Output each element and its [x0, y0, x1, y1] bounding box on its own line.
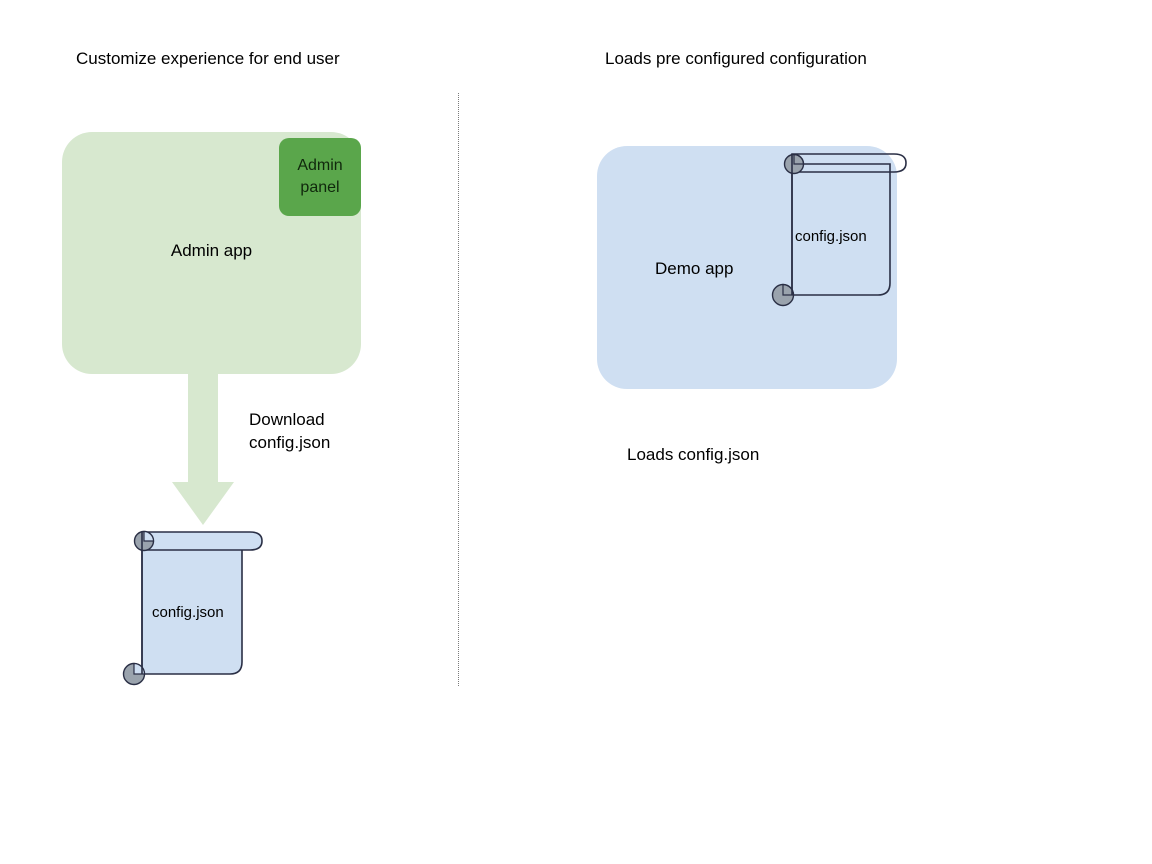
admin-panel-label: Admin panel — [297, 157, 343, 196]
right-column-heading: Loads pre configured configuration — [605, 49, 867, 68]
demo-app-container: Demo app — [597, 146, 897, 389]
left-column-heading: Customize experience for end user — [76, 49, 340, 68]
config-json-document-left — [118, 528, 268, 690]
admin-panel-button[interactable]: Admin panel — [279, 138, 361, 216]
loads-config-caption: Loads config.json — [627, 445, 760, 464]
config-json-label-right: config.json — [795, 228, 867, 245]
admin-app-container: Admin app Admin panel — [62, 132, 361, 374]
column-divider — [458, 93, 459, 686]
admin-app-label: Admin app — [170, 241, 253, 260]
download-arrow-icon — [172, 370, 242, 530]
config-json-label-left: config.json — [152, 604, 224, 621]
config-json-document-right — [768, 150, 916, 310]
download-arrow-label: Download config.json — [249, 410, 331, 452]
demo-app-label: Demo app — [655, 259, 734, 278]
